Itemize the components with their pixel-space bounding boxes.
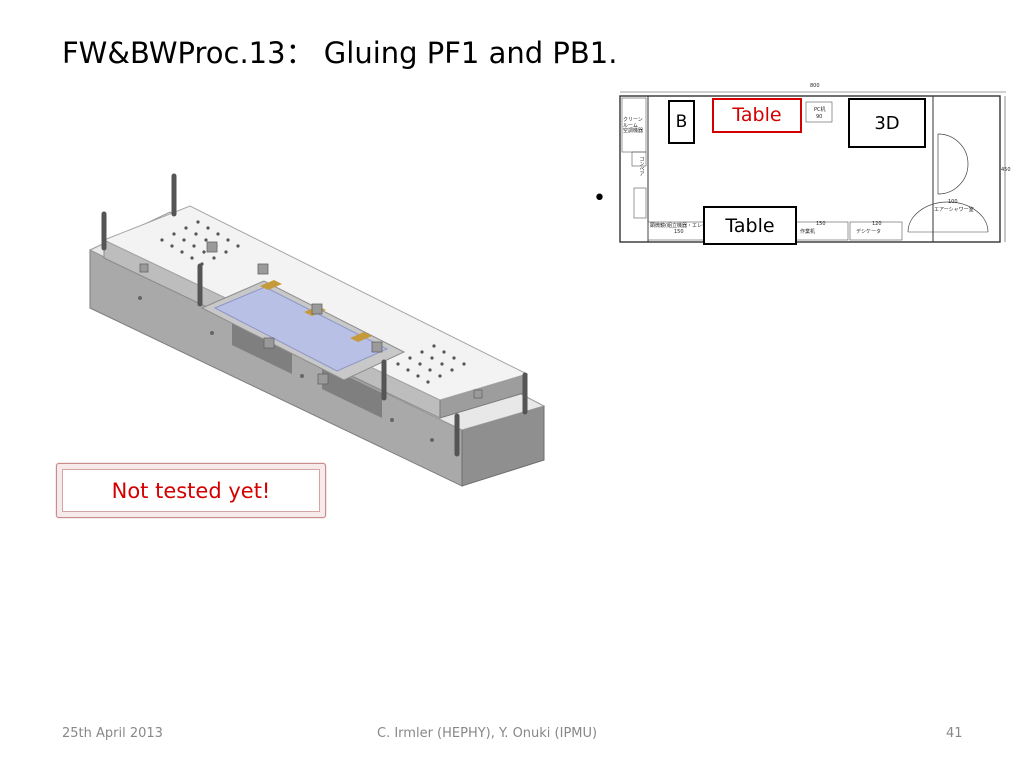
footer-page-number: 41 <box>946 726 963 741</box>
air-shower-size: 100 <box>948 199 958 205</box>
conveyor-label: コンベア <box>638 156 645 176</box>
pc-desk-label: PC机 <box>814 107 826 113</box>
label-b: B <box>668 100 695 144</box>
slide-title: FW&BWProc.13： Gluing PF1 and PB1. <box>62 36 618 70</box>
label-table-top: Table <box>712 98 802 133</box>
clean-room-label: クリーン ルーム 空調機器 <box>623 117 644 134</box>
pc-desk-size: 90 <box>816 114 823 120</box>
work-desk-label: 作業机 <box>800 229 816 235</box>
air-shower-label: エアーシャワー室 <box>934 207 974 213</box>
label-3d: 3D <box>848 98 926 148</box>
desicator-label: デシケータ <box>856 229 882 235</box>
label-table-bottom: Table <box>703 206 797 245</box>
dimension-right: 450 <box>1001 167 1011 173</box>
floor-plan-lines <box>619 91 1006 243</box>
footer-date: 25th April 2013 <box>62 726 163 741</box>
microscope-label: 顕微鏡(組立機器・エレキ用) <box>650 223 714 229</box>
note-text: Not tested yet! <box>62 469 320 512</box>
gluing-jig-drawing <box>88 173 546 487</box>
floor-plan: 800 450 クリーン ルーム 空調機器 PC机 90 100 エアーシャワー… <box>618 83 1011 248</box>
work-desk-size-1: 150 <box>674 229 684 235</box>
note-box: Not tested yet! <box>56 463 326 518</box>
bullet-point: • <box>593 186 606 211</box>
work-desk-size-2: 150 <box>816 221 826 227</box>
dimension-top: 800 <box>810 83 820 89</box>
footer-authors: C. Irmler (HEPHY), Y. Onuki (IPMU) <box>377 726 598 741</box>
desicator-size: 120 <box>872 221 882 227</box>
